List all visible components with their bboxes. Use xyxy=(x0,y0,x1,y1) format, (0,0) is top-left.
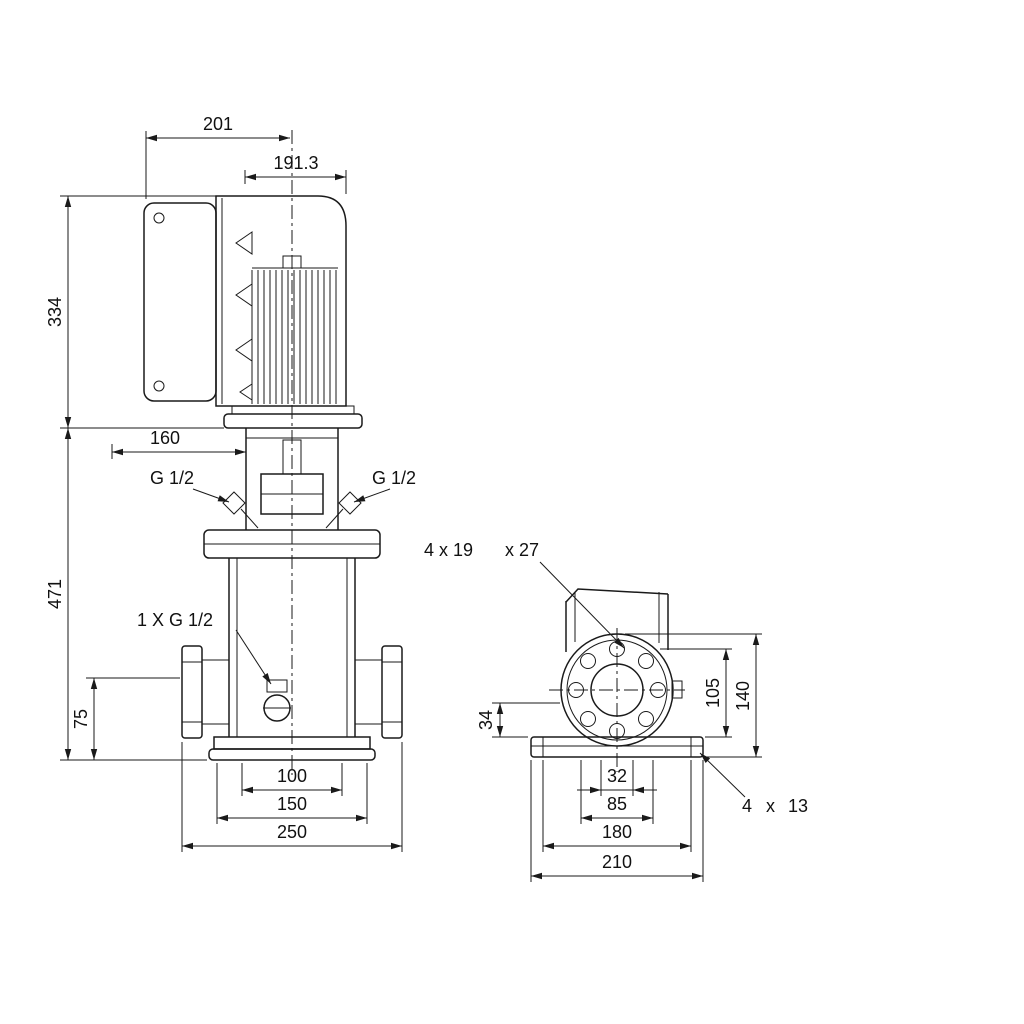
plug-left xyxy=(222,491,246,515)
pump-column-side xyxy=(565,588,669,652)
drain-port-label: 1 X G 1/2 xyxy=(137,610,213,630)
flange-holes-callout: 4 x 19 x 27 xyxy=(424,540,625,649)
dim-label-140: 140 xyxy=(733,681,753,711)
drain-label: 1 X G 1/2 xyxy=(137,610,272,685)
dim-250: 250 xyxy=(181,742,403,852)
motor-lugs xyxy=(235,231,253,401)
base-holes-label-x: x xyxy=(766,796,775,816)
base-plate-front xyxy=(208,736,376,761)
drain-port xyxy=(263,679,291,722)
dim-180: 180 xyxy=(542,760,692,852)
pump-head-flange xyxy=(203,529,381,559)
dim-100: 100 xyxy=(241,763,343,796)
dim-150: 150 xyxy=(216,763,368,824)
port-label-right: G 1/2 xyxy=(353,468,416,503)
dim-471: 471 xyxy=(45,428,207,761)
front-view: 201 191.3 334 471 75 160 xyxy=(45,114,416,852)
base-holes-label-size: 13 xyxy=(788,796,808,816)
dim-label-250: 250 xyxy=(277,822,307,842)
dim-210: 210 xyxy=(530,760,704,882)
dim-label-100: 100 xyxy=(277,766,307,786)
plug-right xyxy=(338,491,362,515)
dim-label-191-3: 191.3 xyxy=(273,153,318,173)
dim-32: 32 xyxy=(577,760,657,796)
terminal-box xyxy=(143,202,217,402)
base-holes-label-count: 4 xyxy=(742,796,752,816)
dim-34: 34 xyxy=(476,702,560,738)
dim-334: 334 xyxy=(45,195,224,429)
port-right-label: G 1/2 xyxy=(372,468,416,488)
dim-label-150: 150 xyxy=(277,794,307,814)
dim-label-334: 334 xyxy=(45,297,65,327)
motor-fins xyxy=(251,270,337,404)
dim-85: 85 xyxy=(580,760,654,824)
side-view: 4 x 19 x 27 105 140 34 xyxy=(424,540,808,882)
dim-201: 201 xyxy=(145,114,290,199)
motor-outline xyxy=(215,195,347,407)
dim-label-32: 32 xyxy=(607,766,627,786)
motor-adapter-flange xyxy=(223,413,363,429)
discharge-flange-right xyxy=(355,645,403,739)
suction-flange-left xyxy=(181,645,229,739)
dim-label-210: 210 xyxy=(602,852,632,872)
dim-label-201: 201 xyxy=(203,114,233,134)
dim-label-85: 85 xyxy=(607,794,627,814)
motor-assembly xyxy=(143,195,363,429)
dim-160: 160 xyxy=(111,428,246,459)
dim-label-160: 160 xyxy=(150,428,180,448)
motor-adapter-upper xyxy=(231,405,355,415)
port-left-label: G 1/2 xyxy=(150,468,194,488)
dim-label-105: 105 xyxy=(703,678,723,708)
dim-140: 140 xyxy=(625,633,762,758)
chamber-stack xyxy=(228,558,356,737)
base-holes-callout: 4 x 13 xyxy=(699,752,808,816)
flange-holes-label-b: x 27 xyxy=(505,540,539,560)
dim-191-3: 191.3 xyxy=(244,153,347,194)
port-label-left: G 1/2 xyxy=(150,468,230,503)
dim-105: 105 xyxy=(660,648,732,738)
dim-75: 75 xyxy=(71,677,180,760)
dim-label-34: 34 xyxy=(476,710,496,730)
terminal-box-screw-top xyxy=(153,212,165,224)
dim-label-471: 471 xyxy=(45,579,65,609)
dim-label-75: 75 xyxy=(71,709,91,729)
flange-holes-label-a: 4 x 19 xyxy=(424,540,473,560)
terminal-box-screw-bottom xyxy=(153,380,165,392)
dim-label-180: 180 xyxy=(602,822,632,842)
